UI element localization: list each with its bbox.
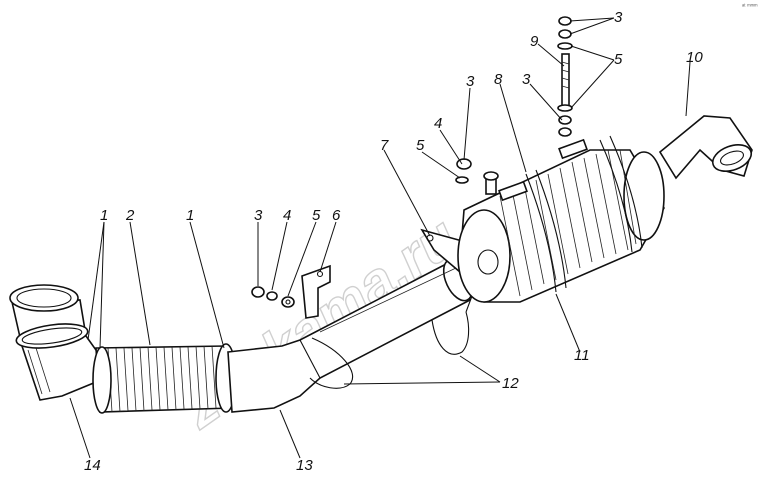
callout-3: 3	[466, 73, 475, 90]
callout-9: 9	[530, 33, 539, 50]
callout-11: 11	[574, 347, 590, 364]
callout-12: 12	[502, 375, 519, 392]
callout-14: 14	[84, 457, 101, 474]
callout-8: 8	[494, 71, 503, 88]
callout-3: 3	[522, 71, 531, 88]
callout-1: 1	[100, 207, 108, 224]
leader-lines	[69, 17, 691, 459]
outlet-pipe-part-10	[658, 115, 753, 180]
callout-4: 4	[434, 115, 442, 132]
fastener-set-middle	[455, 158, 499, 195]
bracket-part-6	[301, 264, 331, 319]
callout-6: 6	[332, 207, 341, 224]
callout-4: 4	[283, 207, 291, 224]
strap-part-8	[498, 135, 643, 293]
callout-5: 5	[312, 207, 321, 224]
callout-10: 10	[686, 49, 703, 66]
flexible-hose-part-2	[92, 343, 237, 414]
callout-2: 2	[125, 207, 135, 224]
corner-mark: ᵃᵗ ᵐᵐᵐ	[742, 3, 758, 10]
callout-1: 1	[186, 207, 194, 224]
callout-13: 13	[296, 457, 313, 474]
callout-3: 3	[614, 9, 623, 26]
clamp-part-1-left	[15, 323, 89, 349]
callout-7: 7	[380, 137, 389, 154]
callout-5: 5	[614, 51, 623, 68]
callout-3: 3	[254, 207, 263, 224]
callout-labels: 1 2 1 3 4 5 6 7 5 4 3 8 3 9 3 5 10 11 12…	[84, 9, 703, 474]
fastener-set-left	[251, 286, 295, 308]
callout-5: 5	[416, 137, 425, 154]
